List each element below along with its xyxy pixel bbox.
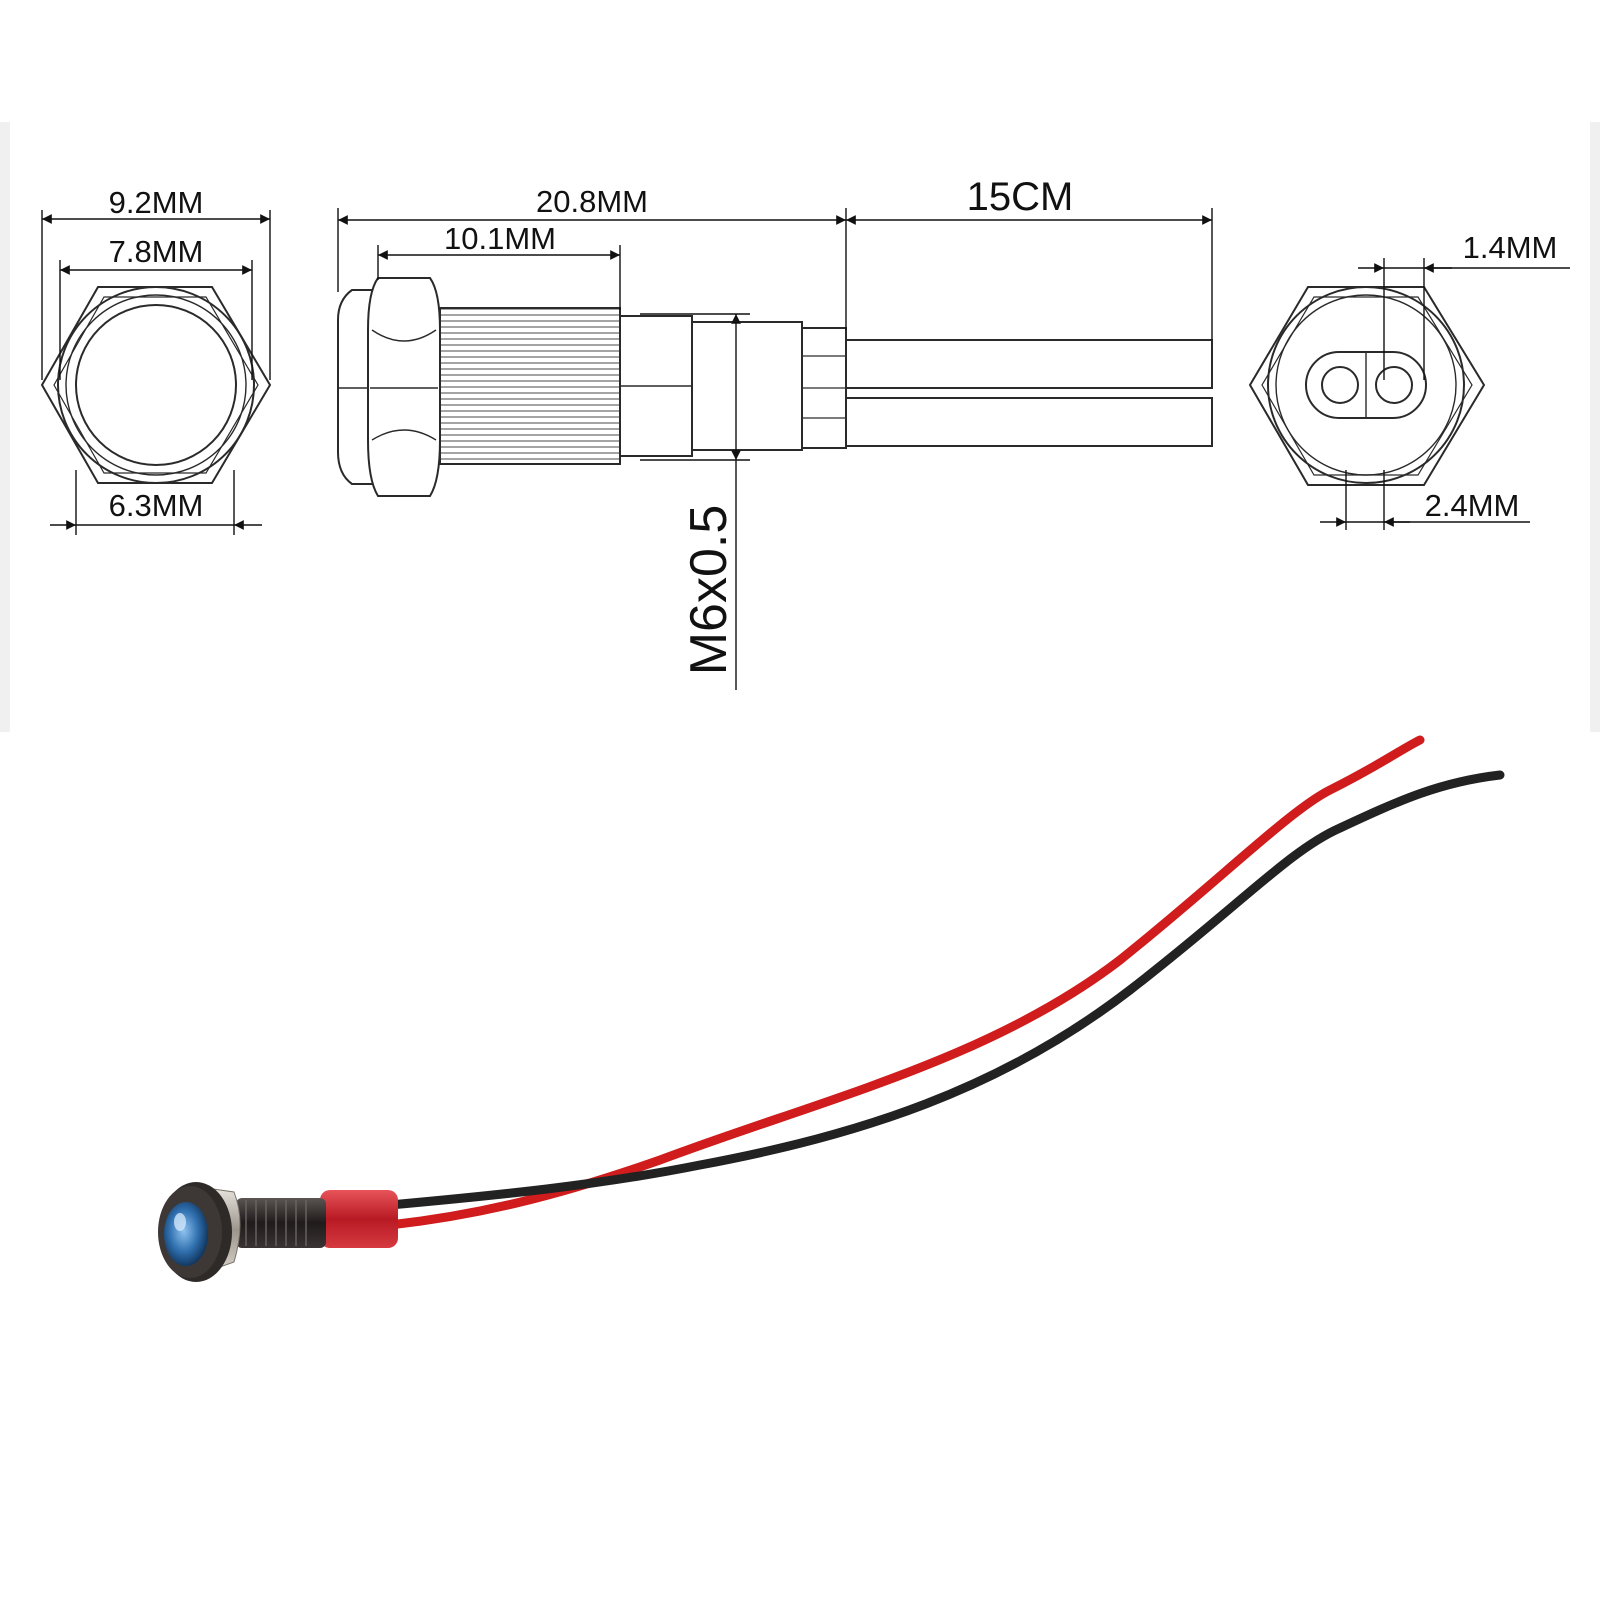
front-view — [40, 286, 272, 484]
label-10-1mm: 10.1MM — [444, 221, 556, 256]
side-wire-bottom — [845, 397, 1213, 447]
front-hex-nut — [40, 286, 272, 484]
rear-pin-hole-right — [1375, 366, 1413, 404]
side-view — [337, 277, 1213, 497]
side-wire-top — [845, 339, 1213, 389]
rear-view — [1248, 286, 1486, 486]
side-hex-nut — [367, 277, 441, 497]
front-bezel-outer — [57, 286, 255, 484]
product-photo — [158, 735, 1505, 1282]
rear-hex — [1248, 286, 1486, 486]
photo-lens — [164, 1202, 208, 1266]
label-20-8mm: 20.8MM — [536, 184, 648, 219]
front-lens — [75, 304, 237, 466]
label-15cm: 15CM — [967, 175, 1074, 219]
wire-black — [385, 770, 1505, 1210]
label-9-2mm: 9.2MM — [109, 185, 204, 220]
photo-sleeve — [320, 1190, 398, 1248]
label-6-3mm: 6.3MM — [109, 488, 204, 523]
label-2-4mm: 2.4MM — [1425, 488, 1520, 523]
rear-pin-hole-left — [1321, 366, 1359, 404]
photo-thread — [236, 1198, 326, 1248]
label-m6x0-5: M6x0.5 — [680, 505, 738, 676]
wire-red — [385, 735, 1425, 1230]
side-thread — [439, 307, 621, 465]
side-tail — [691, 321, 803, 451]
label-1-4mm: 1.4MM — [1463, 230, 1558, 265]
label-7-8mm: 7.8MM — [109, 234, 204, 269]
